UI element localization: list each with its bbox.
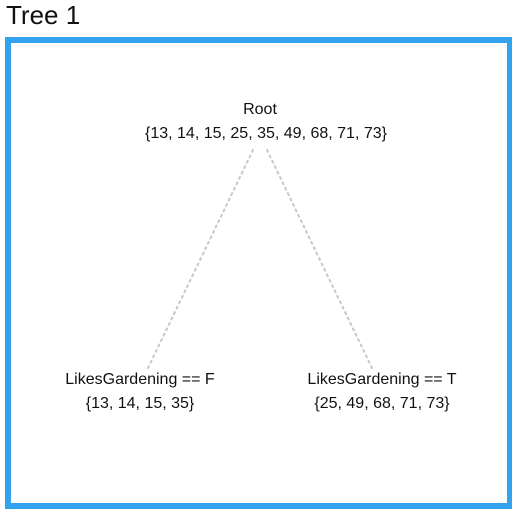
edge-root-left bbox=[147, 149, 254, 369]
tree-title: Tree 1 bbox=[6, 0, 81, 30]
root-node-label: Root bbox=[243, 101, 277, 118]
root-node: Root {13, 14, 15, 25, 35, 49, 68, 71, 73… bbox=[145, 98, 387, 146]
left-node-set: {13, 14, 15, 35} bbox=[85, 395, 195, 412]
right-node-label: LikesGardening == T bbox=[307, 371, 457, 388]
tree-frame bbox=[5, 37, 512, 509]
left-node-label: LikesGardening == F bbox=[65, 371, 215, 388]
edge-root-right bbox=[266, 149, 373, 369]
left-node: LikesGardening == F {13, 14, 15, 35} bbox=[20, 368, 260, 416]
right-node: LikesGardening == T {25, 49, 68, 71, 73} bbox=[262, 368, 502, 416]
right-node-set: {25, 49, 68, 71, 73} bbox=[314, 395, 450, 412]
root-node-set: {13, 14, 15, 25, 35, 49, 68, 71, 73} bbox=[145, 125, 387, 142]
